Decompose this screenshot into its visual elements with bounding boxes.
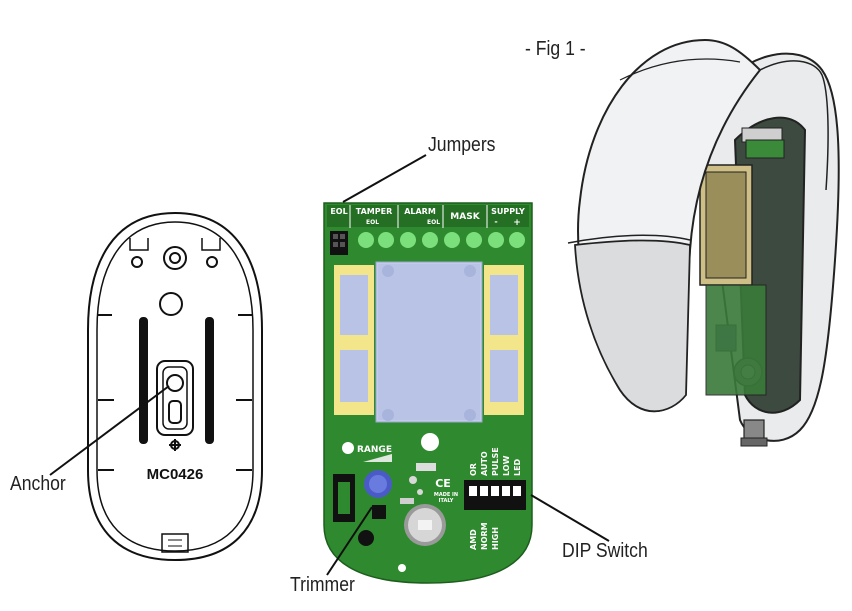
pir-sensor xyxy=(404,504,446,546)
trimmer-leader-line xyxy=(326,506,373,576)
range-label: RANGE xyxy=(357,445,392,455)
screw-terminals xyxy=(358,232,525,248)
dip-label-or: OR xyxy=(469,463,478,476)
dip-label-auto: AUTO xyxy=(480,451,489,476)
dip-top-labels: OR AUTO PULSE LOW LED xyxy=(469,447,522,476)
dip-bottom-labels: AMD NORM HIGH xyxy=(469,522,500,550)
dip-label-led: LED xyxy=(513,458,522,476)
eol-jumper-label: EOL xyxy=(330,207,347,216)
dip-switch xyxy=(464,480,526,510)
dip-label-norm: NORM xyxy=(480,522,489,550)
supply-minus-label: - xyxy=(494,217,497,226)
detector-3d-view xyxy=(567,38,840,447)
supply-plus-label: + xyxy=(513,218,521,228)
trimmer-potentiometer xyxy=(364,470,392,498)
made-in-line-1: MADE IN xyxy=(434,492,458,498)
jumpers-leader-line xyxy=(342,154,427,203)
dip-label-high: HIGH xyxy=(491,527,500,550)
anchor-leader-line xyxy=(49,385,170,476)
eol-jumper-block xyxy=(330,231,348,255)
mounting-base xyxy=(87,211,263,562)
model-code-label: MC0426 xyxy=(147,466,204,483)
dip-label-amd: AMD xyxy=(469,529,478,550)
tamper-eol-sublabel: EOL xyxy=(366,219,379,226)
dip-label-pulse: PULSE xyxy=(491,447,500,476)
jumpers-callout: Jumpers xyxy=(428,134,496,156)
anchor-callout: Anchor xyxy=(10,473,66,495)
dip-switch-callout: DIP Switch xyxy=(562,540,648,562)
supply-header-label: SUPPLY xyxy=(491,207,525,216)
mask-header-label: MASK xyxy=(450,212,480,222)
made-in-line-2: ITALY xyxy=(439,498,454,504)
trimmer-callout: Trimmer xyxy=(290,574,355,596)
ce-mark: CE xyxy=(435,477,451,490)
dip-switch-leader-line xyxy=(530,494,610,542)
tamper-header-label: TAMPER xyxy=(356,207,392,216)
dip-label-low: LOW xyxy=(502,455,511,476)
alarm-header-label: ALARM xyxy=(404,207,436,216)
figure-title: - Fig 1 - xyxy=(525,38,586,60)
pcb-board xyxy=(323,202,533,584)
alarm-eol-sublabel: EOL xyxy=(427,219,440,226)
